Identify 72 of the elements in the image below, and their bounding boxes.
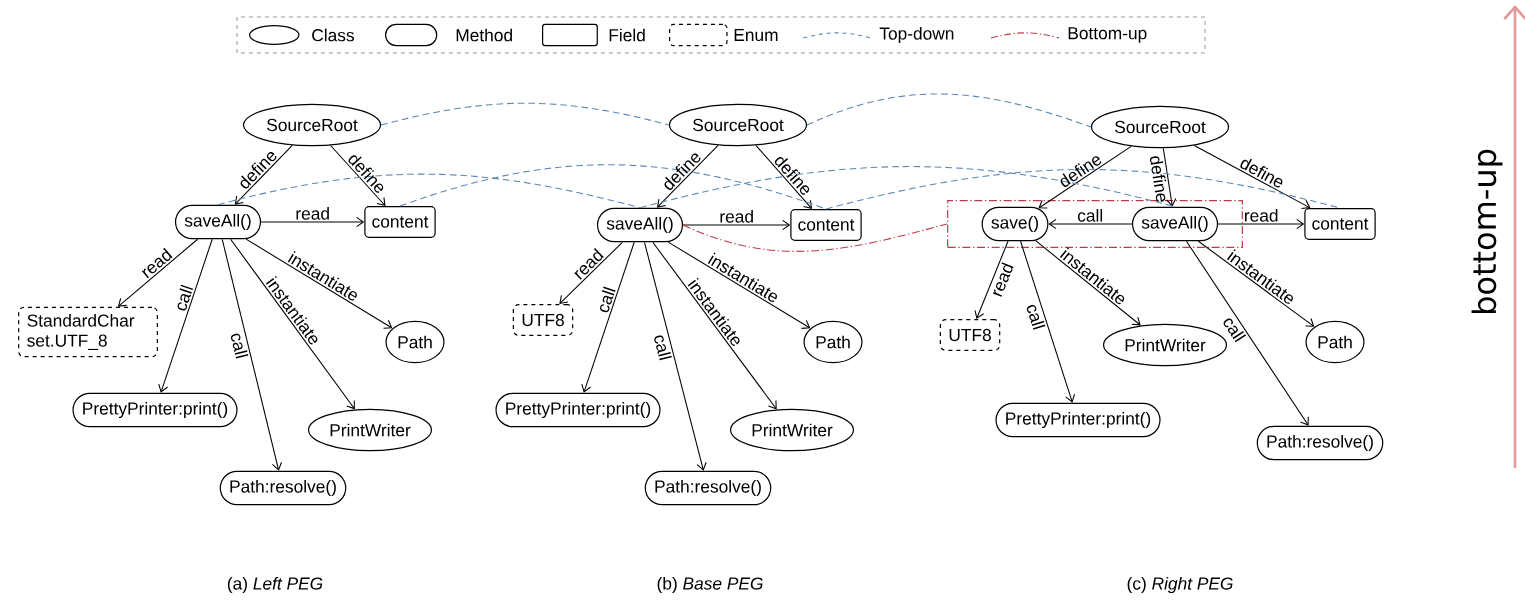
arrow: [682, 219, 791, 231]
edge-label: read: [296, 207, 329, 220]
arrow: [755, 145, 812, 210]
arrow: [221, 238, 283, 471]
arrow: [117, 238, 199, 307]
caption: (a) Left PEG: [227, 576, 323, 594]
enum-box: StandardChar set.UTF_8: [18, 306, 158, 358]
legend-text: Top-down: [879, 26, 954, 44]
arrow: [667, 241, 811, 329]
arrow: [1020, 240, 1076, 403]
connector-line: [806, 93, 1092, 128]
arrow: [1185, 240, 1309, 426]
arrow: [230, 238, 355, 410]
arrow: [1162, 147, 1177, 207]
edge-label: call: [1026, 305, 1046, 330]
method-box: saveAll(): [596, 207, 684, 243]
enum-box: UTF8: [512, 304, 574, 336]
arrow: [1035, 240, 1141, 326]
method-box: Path:resolve(): [219, 470, 347, 506]
axis-label: bottom-up: [1471, 149, 1503, 314]
arrow: [656, 144, 719, 208]
method-box: Path:resolve(): [644, 470, 772, 506]
method-box: PrettyPrinter:print(): [495, 392, 661, 428]
caption: (c) Right PEG: [1127, 576, 1233, 594]
enum-box: UTF8: [939, 319, 1001, 351]
legend-text: Class: [312, 28, 354, 42]
arrow: [974, 240, 1009, 320]
edge-label: read: [720, 210, 753, 223]
arrow: [643, 241, 707, 471]
connector-line: [639, 166, 1176, 209]
arrow: [1038, 145, 1132, 209]
method-box: PrettyPrinter:print(): [995, 402, 1161, 438]
edge-label: define: [1149, 156, 1167, 202]
edge-label: call: [230, 333, 249, 359]
arrow: [330, 144, 386, 207]
edge-label: call: [654, 335, 672, 361]
arrow: [652, 241, 777, 410]
arrow: [581, 241, 635, 393]
arrow: [1048, 218, 1133, 230]
connector-line: [682, 223, 948, 252]
edge-label: read: [1245, 209, 1278, 222]
legend-text: Enum: [734, 28, 778, 42]
arrow: [559, 241, 623, 305]
edge-label: call: [177, 284, 194, 311]
method-box: save(): [981, 206, 1049, 242]
edge-label: read: [993, 262, 1014, 297]
method-box: saveAll(): [1131, 206, 1219, 242]
arrow: [1193, 144, 1311, 210]
arrow: [1197, 240, 1315, 327]
caption: (b) Base PEG: [657, 576, 763, 594]
arrow: [234, 144, 293, 205]
edge-label: call: [1077, 209, 1103, 222]
legend-text: Bottom-up: [1068, 27, 1147, 43]
connector-line: [399, 164, 827, 210]
arrow: [260, 216, 365, 228]
edge-label: call: [600, 286, 616, 313]
method-box: PrettyPrinter:print(): [72, 392, 238, 428]
field-box: content: [364, 206, 436, 238]
group-box: [947, 200, 1243, 248]
legend-text: Field: [609, 28, 645, 42]
arrow: [1217, 218, 1305, 230]
method-box: saveAll(): [174, 204, 262, 240]
arrow: [245, 238, 393, 329]
edge-label: define: [1240, 158, 1283, 188]
field-box: content: [790, 209, 862, 241]
arrow: [158, 238, 213, 393]
connector-line: [380, 102, 670, 126]
field-box: content: [1304, 208, 1376, 240]
legend-text: Method: [456, 28, 512, 42]
method-box: Path:resolve(): [1256, 425, 1384, 461]
connector-line: [217, 173, 641, 209]
connector-line: [825, 168, 1341, 210]
